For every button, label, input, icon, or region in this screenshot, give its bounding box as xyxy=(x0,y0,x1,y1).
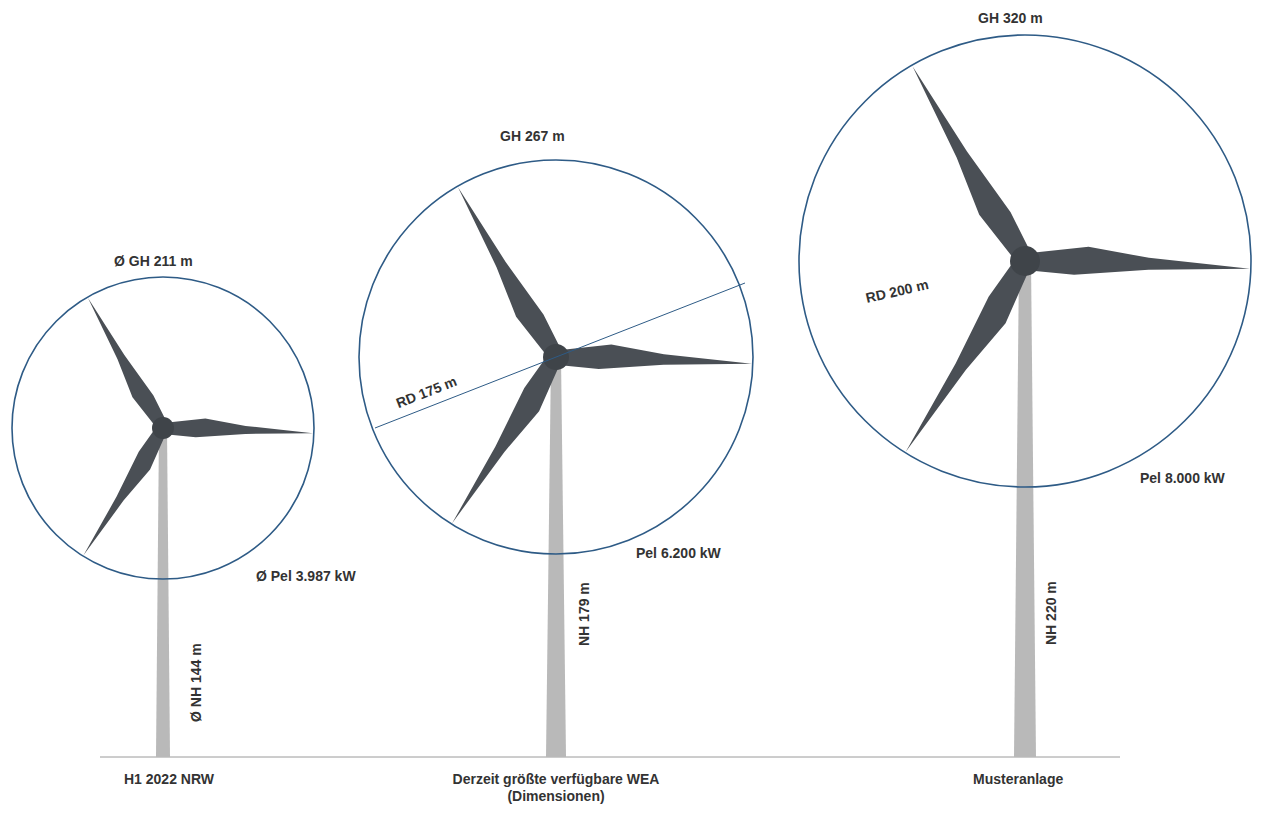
dimension-label-rotated: NH 179 m xyxy=(576,582,593,646)
dimension-label: GH 267 m xyxy=(500,128,565,145)
ground-line xyxy=(100,757,1120,758)
rotor-blade xyxy=(1025,245,1251,281)
dimension-label: GH 320 m xyxy=(978,10,1043,27)
tower xyxy=(546,357,566,757)
rotor-circle xyxy=(799,35,1251,487)
hub xyxy=(152,417,174,439)
wind-turbine xyxy=(799,35,1251,757)
dimension-label-rotated: NH 220 m xyxy=(1043,581,1060,645)
dimension-label: Ø GH 211 m xyxy=(114,253,193,270)
dimension-label-rotated: RD 200 m xyxy=(864,276,930,307)
rotor-blade xyxy=(556,343,753,375)
turbine-caption: H1 2022 NRW xyxy=(124,771,214,788)
turbine-caption: Derzeit größte verfügbare WEA (Dimension… xyxy=(446,771,666,805)
rotor-blade xyxy=(443,351,568,530)
rotor-blade xyxy=(78,294,169,433)
rotor-circle xyxy=(12,277,314,579)
dimension-label-rotated: Ø NH 144 m xyxy=(188,643,205,722)
rotor-circle xyxy=(359,160,753,554)
dimension-label-rotated: RD 175 m xyxy=(394,373,460,412)
dimension-label: Pel 8.000 kW xyxy=(1140,470,1225,487)
rotor-blade xyxy=(898,60,1035,269)
diameter-line xyxy=(375,283,745,428)
hub xyxy=(1010,246,1040,276)
wind-turbine xyxy=(12,277,314,757)
rotor-blade xyxy=(77,424,173,561)
tower xyxy=(1014,261,1036,757)
wind-turbine xyxy=(359,160,753,757)
tower xyxy=(156,428,170,757)
rotor-blade xyxy=(446,182,565,364)
dimension-label: Pel 6.200 kW xyxy=(636,545,721,562)
turbine-caption: Musteranlage xyxy=(973,771,1063,788)
rotor-blade xyxy=(163,417,314,441)
dimension-label: Ø Pel 3.987 kW xyxy=(256,568,356,585)
